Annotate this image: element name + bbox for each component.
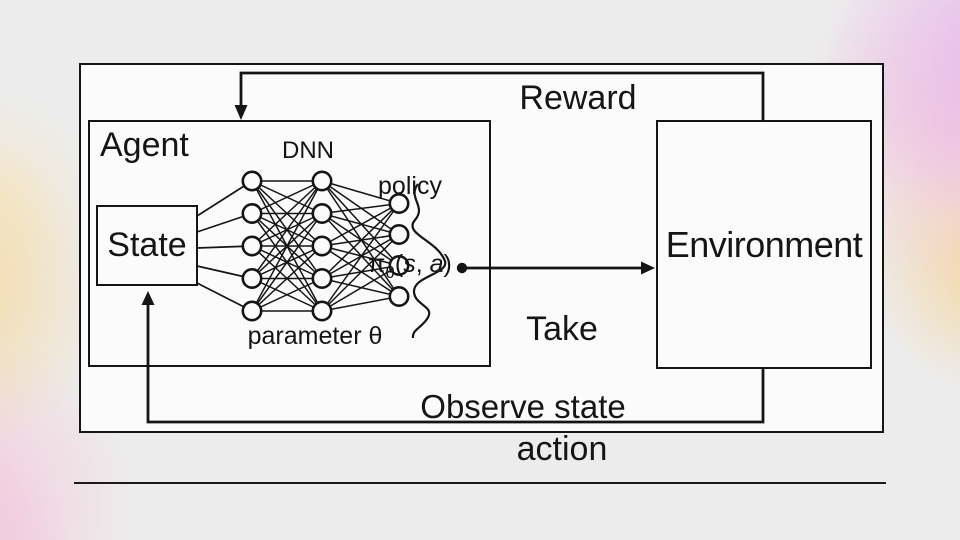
state-label: State (107, 226, 187, 264)
policy-word: policy (378, 172, 442, 200)
slide-footer-divider (74, 482, 886, 484)
state-box: State (96, 205, 198, 286)
policy-label: policy πθ(s, a) (352, 121, 468, 338)
agent-label: Agent (100, 126, 189, 164)
dnn-label: DNN (282, 137, 334, 164)
policy-formula: πθ(s, a) (368, 250, 452, 282)
environment-label: Environment (665, 223, 863, 265)
parameter-theta-label: parameter θ (247, 322, 383, 350)
reward-label: Reward (519, 79, 637, 117)
take-action-label: Take action (516, 310, 608, 468)
observe-state-label: Observe state (420, 388, 626, 425)
environment-box: Environment (656, 120, 872, 369)
